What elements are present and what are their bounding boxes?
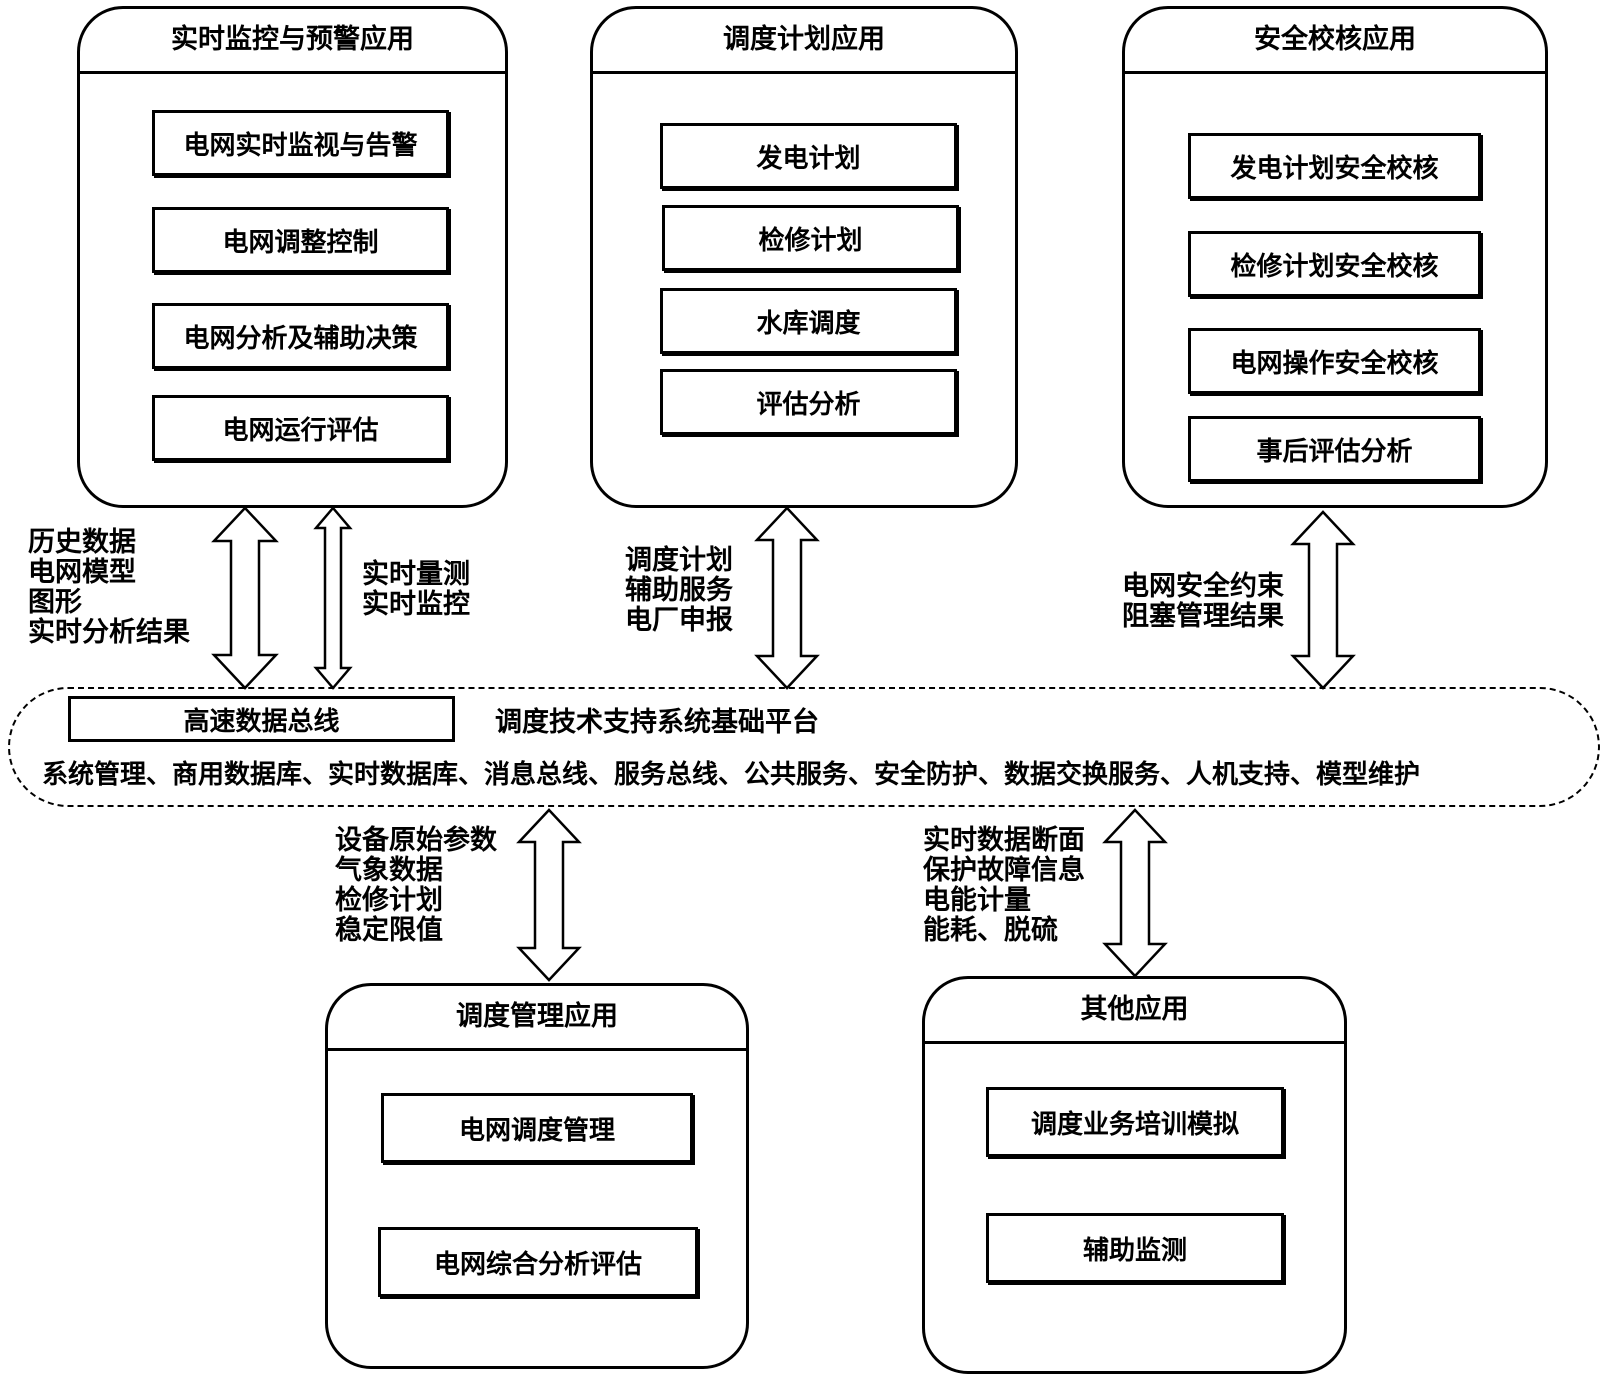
item-grid-realtime-alarm: 电网实时监视与告警 [152, 110, 449, 176]
panel-other-applications: 其他应用 [922, 976, 1347, 1374]
flow-label-schedule: 调度计划 辅助服务 电厂申报 [625, 546, 733, 636]
item-generation-plan-security: 发电计划安全校核 [1188, 133, 1481, 199]
item-grid-comprehensive-analysis: 电网综合分析评估 [378, 1227, 698, 1297]
flow-text: 历史数据 [28, 527, 136, 558]
panel-dispatch-management: 调度管理应用 [325, 983, 749, 1369]
flow-text: 稳定限值 [335, 915, 443, 946]
double-arrow-icon [211, 506, 279, 690]
platform-title: 调度技术支持系统基础平台 [495, 707, 819, 738]
panel-title: 安全校核应用 [1125, 9, 1545, 74]
flow-text: 电网安全约束 [1122, 571, 1284, 602]
item-dispatch-training-simulation: 调度业务培训模拟 [986, 1087, 1284, 1157]
item-auxiliary-monitoring: 辅助监测 [986, 1213, 1284, 1283]
flow-label-realtime-up: 实时量测 实时监控 [362, 560, 470, 620]
item-reservoir-dispatch: 水库调度 [660, 288, 957, 354]
item-grid-operation-eval: 电网运行评估 [152, 395, 449, 461]
item-maintenance-plan-security: 检修计划安全校核 [1188, 231, 1481, 297]
flow-label-security: 电网安全约束 阻塞管理结果 [1122, 572, 1284, 632]
item-grid-analysis-decision: 电网分析及辅助决策 [152, 303, 449, 369]
item-evaluation-analysis: 评估分析 [660, 369, 957, 435]
item-grid-dispatch-management: 电网调度管理 [381, 1093, 693, 1163]
double-arrow-icon [1290, 510, 1356, 690]
item-post-event-evaluation: 事后评估分析 [1188, 416, 1481, 482]
item-grid-operation-security: 电网操作安全校核 [1188, 328, 1481, 394]
flow-text: 辅助服务 [625, 575, 733, 606]
flow-text: 图形 [28, 587, 82, 618]
flow-text: 电厂申报 [625, 605, 733, 636]
item-maintenance-plan: 检修计划 [662, 205, 959, 271]
double-arrow-icon [754, 506, 820, 690]
flow-text: 调度计划 [625, 545, 733, 576]
panel-title: 其他应用 [925, 979, 1344, 1044]
item-grid-adjust-control: 电网调整控制 [152, 207, 449, 273]
flow-text: 实时量测 [362, 559, 470, 590]
panel-title: 调度计划应用 [593, 9, 1015, 74]
double-arrow-icon [516, 808, 582, 982]
flow-text: 检修计划 [335, 885, 443, 916]
flow-text: 能耗、脱硫 [923, 915, 1058, 946]
flow-text: 实时监控 [362, 589, 470, 620]
flow-text: 实时分析结果 [28, 617, 190, 648]
flow-text: 阻塞管理结果 [1122, 601, 1284, 632]
flow-text: 气象数据 [335, 855, 443, 886]
flow-text: 实时数据断面 [923, 825, 1085, 856]
flow-text: 电能计量 [923, 885, 1031, 916]
base-platform [8, 687, 1600, 807]
flow-label-management: 设备原始参数 气象数据 检修计划 稳定限值 [335, 826, 497, 946]
flow-label-realtime-down: 历史数据 电网模型 图形 实时分析结果 [28, 528, 190, 648]
double-arrow-icon [1102, 808, 1168, 978]
flow-text: 设备原始参数 [335, 825, 497, 856]
panel-title: 调度管理应用 [328, 986, 746, 1051]
high-speed-data-bus: 高速数据总线 [68, 696, 455, 742]
panel-title: 实时监控与预警应用 [80, 9, 505, 74]
double-arrow-icon [313, 506, 353, 690]
flow-text: 保护故障信息 [923, 855, 1085, 886]
item-generation-plan: 发电计划 [660, 123, 957, 189]
flow-label-other: 实时数据断面 保护故障信息 电能计量 能耗、脱硫 [923, 826, 1085, 946]
flow-text: 电网模型 [28, 557, 136, 588]
platform-services: 系统管理、商用数据库、实时数据库、消息总线、服务总线、公共服务、安全防护、数据交… [42, 760, 1421, 790]
